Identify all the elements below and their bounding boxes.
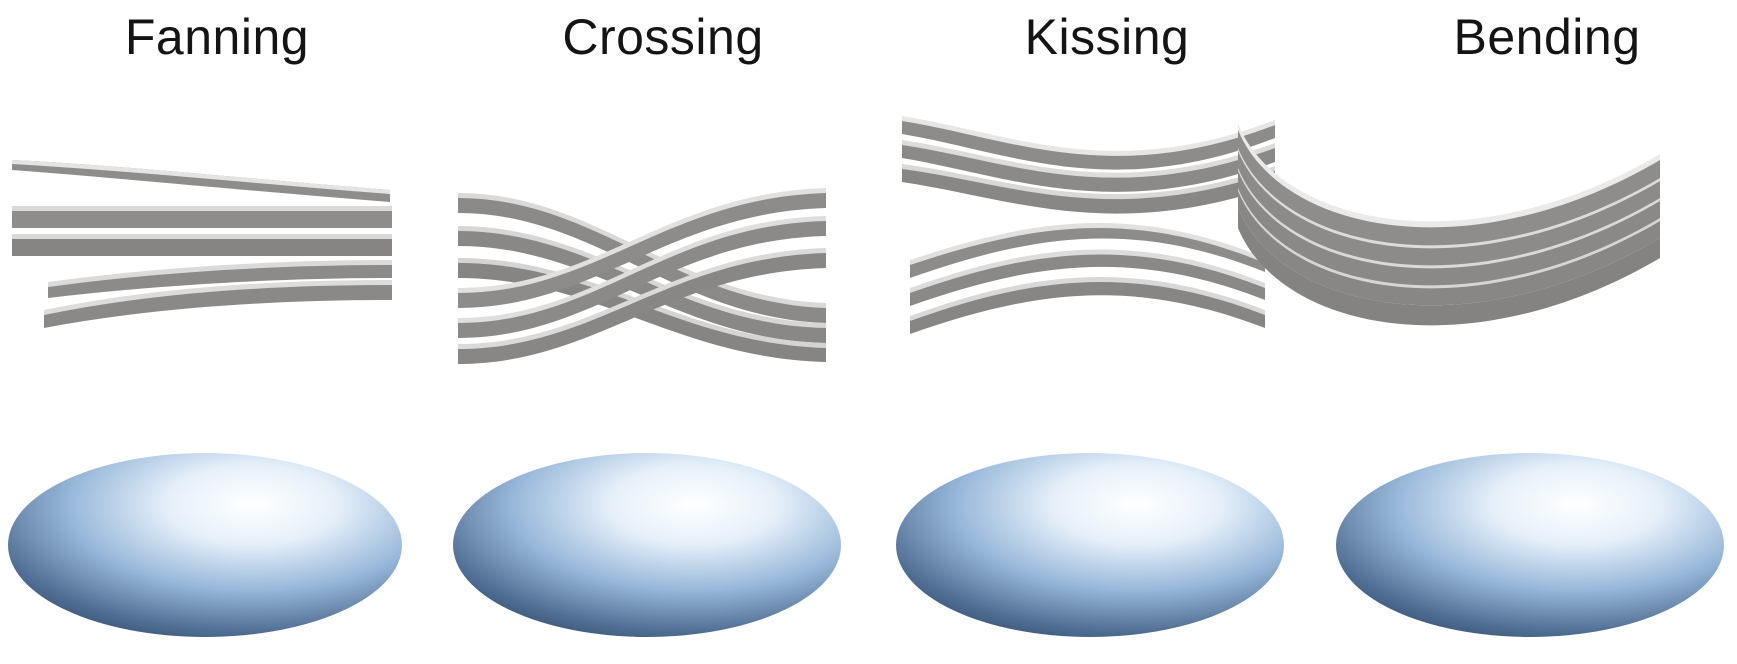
- fiber-strand: [12, 160, 390, 202]
- panel-bending: Bending: [1238, 0, 1737, 664]
- fiber-strand: [458, 188, 826, 308]
- tensor-ellipsoid: [1336, 453, 1724, 637]
- fiber-strand: [902, 140, 1275, 192]
- panel-crossing: Crossing: [446, 0, 880, 664]
- bending-fiber-bundle: [1238, 124, 1660, 326]
- panel-title: Fanning: [124, 9, 310, 65]
- fiber-strand: [12, 206, 392, 228]
- tensor-ellipsoid: [8, 453, 402, 637]
- fiber-strand: [910, 223, 1265, 278]
- fiber-strand: [1238, 146, 1660, 266]
- panel-kissing: Kissing: [890, 0, 1324, 664]
- crossing-fiber-bundle: [458, 188, 826, 364]
- tensor-ellipsoid: [896, 453, 1284, 637]
- fiber-strand: [910, 276, 1265, 334]
- fiber-strand: [48, 260, 392, 298]
- fiber-strand: [1238, 166, 1660, 286]
- panel-title: Bending: [1453, 9, 1641, 65]
- kissing-fiber-bundle: [902, 116, 1275, 334]
- fiber-strand: [458, 216, 826, 338]
- fiber-strand: [1238, 186, 1660, 306]
- panel-fanning: Fanning: [0, 0, 434, 664]
- panel-title: Crossing: [562, 9, 764, 65]
- fiber-strand: [902, 116, 1275, 170]
- fanning-fiber-bundle: [12, 160, 392, 328]
- fiber-strand: [902, 164, 1275, 214]
- panel-title: Kissing: [1024, 9, 1190, 65]
- fiber-strand: [1238, 124, 1660, 246]
- tensor-ellipsoid: [453, 453, 841, 637]
- fiber-strand: [1238, 208, 1660, 326]
- fiber-strand: [458, 248, 826, 364]
- fiber-strand: [44, 280, 392, 328]
- fiber-strand: [910, 249, 1265, 306]
- fiber-strand: [12, 234, 392, 256]
